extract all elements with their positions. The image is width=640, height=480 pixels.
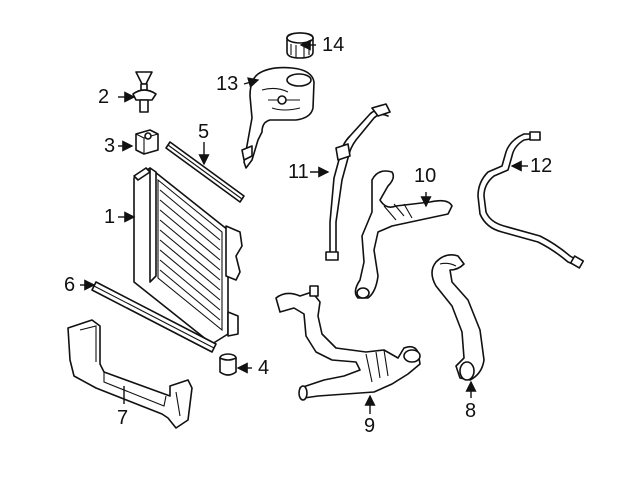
leader-lines (80, 39, 528, 414)
callout-11: 11 (288, 161, 309, 183)
bleed-hose-part (477, 131, 585, 269)
callout-14: 14 (322, 34, 345, 56)
callout-10: 10 (414, 165, 437, 187)
expansion-tank-part (241, 66, 315, 169)
callout-8: 8 (465, 400, 477, 422)
callout-5: 5 (198, 121, 210, 143)
callout-12: 12 (530, 155, 553, 177)
lower-hose-part (431, 254, 485, 381)
callout-4: 4 (258, 357, 270, 379)
callout-7: 7 (117, 407, 129, 429)
upper-bushing-part (135, 129, 159, 155)
callout-3: 3 (104, 135, 116, 157)
upper-seal-part (165, 141, 245, 203)
callout-9: 9 (364, 415, 376, 437)
callout-6: 6 (64, 274, 76, 296)
lower-bracket-part (67, 319, 193, 429)
radiator-part (133, 167, 243, 345)
bleeder-valve-part (132, 71, 157, 113)
overflow-tube-part (325, 103, 391, 261)
hose-assembly-part (275, 285, 421, 401)
lower-bushing-part (219, 353, 237, 376)
callout-1: 1 (104, 206, 116, 228)
callout-2: 2 (98, 86, 110, 108)
callout-13: 13 (216, 73, 239, 95)
